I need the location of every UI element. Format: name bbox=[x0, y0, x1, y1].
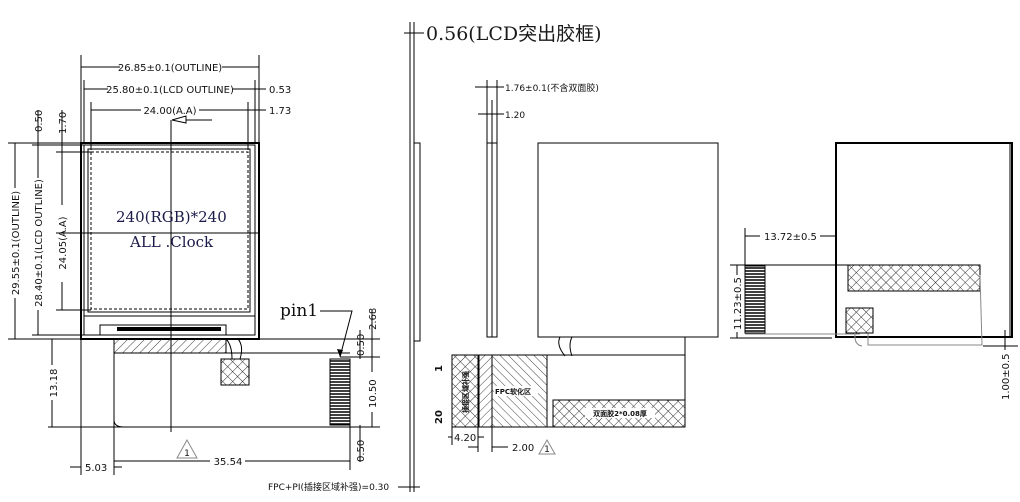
back-panel-1 bbox=[537, 142, 719, 338]
aa-height-dim: 24.05(A.A) bbox=[58, 216, 69, 269]
resolution-label: 240(RGB)*240 bbox=[116, 208, 227, 226]
fpc-connector-pins bbox=[329, 358, 351, 426]
fpc-bend-area bbox=[113, 338, 227, 354]
stiffener-edge bbox=[478, 354, 493, 428]
connector-span-dim: 11.23±0.5 bbox=[733, 277, 744, 330]
svg-text:1: 1 bbox=[544, 445, 550, 455]
stiffener-area bbox=[451, 354, 479, 428]
driver-ic bbox=[117, 327, 221, 331]
fpc-unfolded-view: 插接区域补强 FPC软化区 双面胶2*0.08厚 1 20 4.20 2.00 … bbox=[434, 142, 719, 455]
soft-zone-label: FPC软化区 bbox=[495, 387, 531, 396]
revision-triangle-icon: 1 bbox=[538, 438, 556, 455]
fpc-extend-dim: 13.72±0.5 bbox=[764, 232, 817, 243]
side-panel-2 bbox=[486, 142, 498, 338]
back-tape bbox=[847, 264, 981, 292]
connector-gap-top-dim: 0.50 bbox=[356, 334, 367, 356]
outline-width-dim: 26.85±0.1(OUTLINE) bbox=[118, 63, 222, 74]
stiffener-label: 插接区域补强 bbox=[461, 371, 470, 413]
fpc-left-offset-dim: 5.03 bbox=[85, 463, 107, 474]
top-offset-1-dim: 0.50 bbox=[34, 110, 45, 132]
front-view: 240(RGB)*240 ALL .Clock 26.85±0.1(OUTLIN… bbox=[8, 55, 420, 493]
glass-thickness-dim: 1.20 bbox=[505, 111, 525, 121]
fpc-length-dim: 35.54 bbox=[214, 457, 243, 468]
driver-ic-area bbox=[99, 324, 227, 336]
stiffener-note: FPC+PI(插接区域补强)=0.30 bbox=[268, 481, 389, 493]
back-view: 13.72±0.5 11.23±0.5 1.00±0.5 bbox=[730, 142, 1018, 400]
top-offset-2-dim: 1.70 bbox=[58, 112, 69, 134]
stiffener-width-dim: 4.20 bbox=[454, 433, 476, 444]
right-offset-1-dim: 0.53 bbox=[269, 85, 291, 96]
component-pad bbox=[220, 358, 250, 386]
tape-label: 双面胶2*0.08厚 bbox=[593, 409, 647, 418]
pin1-leader bbox=[320, 310, 353, 358]
back-panel-2 bbox=[835, 142, 1013, 338]
right-offset-2-dim: 1.73 bbox=[269, 106, 291, 117]
svg-text:1: 1 bbox=[184, 449, 190, 459]
side-panel bbox=[413, 142, 421, 342]
lcd-outline-height-dim: 28.40±0.1(LCD OUTLINE) bbox=[34, 179, 45, 307]
pin-first-label: 1 bbox=[434, 365, 445, 372]
active-area bbox=[90, 151, 249, 310]
revision-triangle-icon: 1 bbox=[176, 438, 198, 459]
back-component-pad bbox=[845, 307, 874, 334]
thickness-dim: 1.76±0.1(不含双面胶) bbox=[505, 82, 599, 94]
side-view: 0.56(LCD突出胶框) 1.76±0.1(不含双面胶) 1.20 bbox=[404, 22, 602, 492]
connector-top-dim: 2.68 bbox=[368, 308, 379, 330]
pin1-label: pin1 bbox=[280, 301, 318, 321]
bottom-offset-dim: 1.00±0.5 bbox=[1001, 353, 1012, 400]
subtitle-label: ALL .Clock bbox=[129, 233, 214, 251]
soft-zone-offset-dim: 2.00 bbox=[512, 443, 534, 454]
bezel-note: 0.56(LCD突出胶框) bbox=[426, 23, 602, 45]
outline-height-dim: 29.55±0.1(OUTLINE) bbox=[11, 191, 22, 295]
back-connector-pins bbox=[744, 265, 766, 334]
fpc-height-dim: 13.18 bbox=[49, 369, 60, 398]
viewing-area bbox=[87, 148, 251, 313]
connector-height-dim: 10.50 bbox=[368, 379, 379, 408]
lcd-outline-width-dim: 25.80±0.1(LCD OUTLINE) bbox=[106, 85, 234, 96]
connector-gap-bottom-dim: 0.50 bbox=[356, 440, 367, 462]
aa-width-dim: 24.00(A.A) bbox=[143, 106, 196, 117]
pin-last-label: 20 bbox=[434, 410, 445, 424]
